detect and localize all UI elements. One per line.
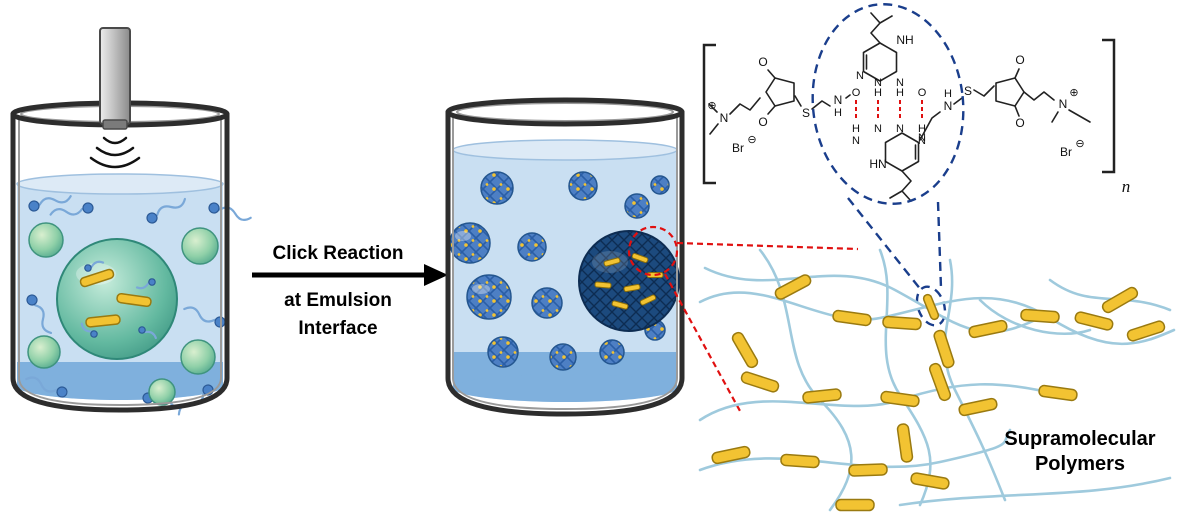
ultrasound-waves-icon (89, 136, 141, 169)
polymer-rod (1037, 384, 1079, 402)
polymer-rod (957, 396, 999, 418)
polymer-strand (978, 298, 1092, 336)
atom-label-o: O (758, 55, 767, 69)
left-ammonium-group: N ⊕ Br ⊖ (707, 97, 761, 155)
atom-label-n: N (834, 93, 843, 107)
polymer-rod (909, 471, 951, 491)
atom-label-o: O (852, 87, 861, 99)
large-emulsion-droplet (56, 238, 178, 360)
atom-label-h: H (834, 107, 842, 119)
right-ammonium-group: N ⊕ Br ⊖ (1023, 87, 1091, 159)
repeat-subscript: n (1122, 177, 1131, 196)
polymer-rod (801, 387, 843, 405)
polymer-rod (1019, 308, 1061, 324)
atom-label-h: H (852, 123, 860, 135)
polymer-rod (831, 309, 873, 327)
blue-zoom-small-ellipse (915, 285, 947, 327)
polymer-rod (835, 498, 875, 512)
right-succinimide-ring: N H S O O (944, 53, 1025, 130)
network-label: Supramolecular Polymers (1004, 428, 1155, 475)
polymer-rod (848, 463, 888, 477)
large-nanoparticle-sphere (578, 230, 680, 332)
polymer-rod (922, 293, 940, 321)
polymer-rod (729, 330, 761, 370)
atom-label-nh: NH (896, 33, 913, 47)
polymer-strand (698, 291, 1176, 346)
atom-label-n: N (918, 132, 926, 144)
emulsion-droplets (27, 222, 219, 406)
reaction-arrow: Click Reaction at Emulsion Interface (252, 243, 448, 339)
polymer-rod (896, 422, 914, 464)
red-zoom-lines (664, 241, 859, 412)
middle-beaker (445, 97, 859, 417)
atom-label-n: N (856, 70, 864, 82)
left-succinimide-ring: O O S N H (758, 55, 842, 129)
blue-zoom-lines (847, 197, 943, 291)
atom-label-s: S (802, 106, 810, 120)
atom-label-h: H (918, 123, 926, 135)
blue-zoom-ellipse (811, 3, 965, 205)
polymer-rod (1073, 310, 1115, 332)
network-label-line1: Supramolecular (1004, 428, 1155, 450)
atom-label-h: H (944, 88, 952, 100)
atom-label-o: O (1015, 116, 1024, 130)
charge-minus-icon: ⊖ (747, 134, 756, 146)
repeat-brackets: n (702, 38, 1131, 196)
polymer-rod (739, 370, 781, 394)
atom-label-n: N (896, 77, 904, 89)
hydrogen-bonds (855, 100, 923, 118)
charge-plus-icon: ⊕ (1069, 87, 1078, 99)
left-liquid-surface (16, 173, 224, 195)
reaction-label-line2: at Emulsion (284, 290, 392, 311)
atom-label-n: N (1059, 97, 1068, 111)
polymer-strand (943, 258, 1007, 502)
atom-label-hn: HN (869, 157, 886, 171)
polymer-strand (698, 383, 1062, 422)
polymer-network: Supramolecular Polymers (698, 248, 1176, 512)
left-beaker-glass (10, 111, 230, 413)
charge-minus-icon: ⊖ (1075, 138, 1084, 150)
polymer-rod (932, 328, 956, 370)
atom-label-o: O (918, 87, 927, 99)
polymer-rod (779, 453, 821, 469)
polymer-strand (698, 428, 1012, 472)
atom-label-br: Br (1060, 145, 1072, 159)
red-zoom-circle (627, 225, 679, 277)
reaction-label-line3: Interface (298, 318, 377, 339)
atom-label-n: N (874, 123, 882, 135)
middle-beaker-rim (445, 97, 685, 127)
polymer-strand (898, 476, 1172, 507)
reaction-label-line1: Click Reaction (273, 243, 404, 264)
atom-label-n: N (896, 123, 904, 135)
polymer-strand (1048, 278, 1172, 312)
left-beaker (10, 27, 254, 420)
polymer-rod (1125, 319, 1167, 343)
polymer-rod (967, 318, 1009, 340)
atom-label-br: Br (732, 141, 744, 155)
chemical-structure: n N ⊕ Br ⊖ O O S N H NH N (702, 3, 1131, 327)
atom-label-s: S (964, 84, 972, 98)
polymer-rod (881, 315, 923, 331)
atom-label-h: H (874, 87, 882, 99)
middle-beaker-glass (445, 109, 685, 417)
arrowhead-icon (424, 264, 448, 286)
network-label-line2: Polymers (1035, 453, 1125, 475)
atom-label-n: N (944, 99, 953, 113)
middle-liquid-surface (452, 139, 678, 161)
atom-label-n: N (918, 135, 926, 147)
atom-label-h: H (896, 87, 904, 99)
upy-dimer: NH N HN N O H H O N N H N N H (845, 12, 941, 202)
atom-label-o: O (1015, 53, 1024, 67)
sonicator-probe (99, 27, 131, 130)
atom-label-n: N (874, 77, 882, 89)
atom-label-n: N (852, 135, 860, 147)
atom-label-n: N (720, 111, 729, 125)
atom-label-o: O (758, 115, 767, 129)
